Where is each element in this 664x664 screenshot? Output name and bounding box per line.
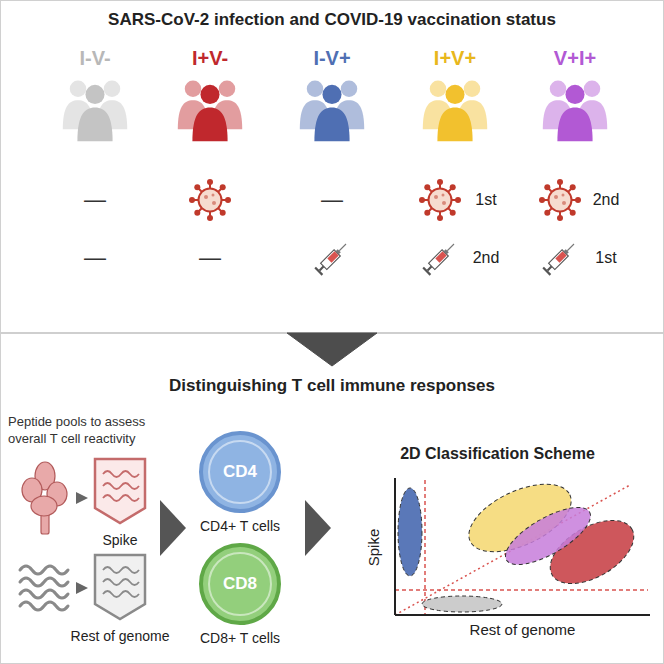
person-group	[543, 81, 607, 142]
none-mark: —	[321, 187, 343, 213]
pool-shape	[103, 579, 139, 585]
pool-shape	[95, 555, 145, 619]
person-group	[77, 85, 112, 141]
none-mark: —	[84, 187, 106, 213]
chevron-arrow	[160, 500, 186, 556]
virus-icons	[189, 179, 581, 221]
pool-label: Spike	[102, 532, 137, 548]
virus-icons	[189, 179, 231, 221]
t-cell-circle: CD4CD4+ T cells	[185, 430, 295, 534]
order-label: 2nd	[473, 249, 500, 267]
classification-plot	[395, 589, 648, 591]
virus-icons	[539, 179, 581, 221]
classification-plot	[424, 480, 426, 615]
classification-plot-box: 2D Classification SchemeSpikeRest of gen…	[345, 441, 650, 646]
person-group	[178, 81, 242, 142]
cell-name: CD8	[223, 574, 257, 594]
cell-shape: CD8	[198, 542, 282, 626]
pool-shape	[103, 483, 139, 489]
virus-icons	[419, 179, 461, 221]
cell-outline	[209, 441, 271, 503]
cell-shape: CD4	[198, 430, 282, 514]
small-arrow	[76, 492, 88, 504]
cell-outline	[201, 433, 279, 511]
chevron-arrow	[305, 500, 331, 556]
spike-protein-icon	[22, 462, 67, 534]
cell-label: CD4+ T cells	[200, 518, 280, 534]
cell-outline	[201, 545, 279, 623]
syringe-icons	[314, 240, 349, 275]
spike-protein-icon	[31, 496, 57, 516]
classification-plot	[422, 596, 502, 612]
cell-outline	[209, 553, 271, 615]
panel-title: Distinguishing T cell immune responses	[0, 376, 664, 396]
bottom-panel: Distinguishing T cell immune responsesSp…	[0, 366, 664, 664]
pool-shape	[103, 471, 139, 477]
cell-label: CD8+ T cells	[200, 630, 280, 646]
person-group	[423, 81, 487, 142]
syringe-icons	[542, 240, 577, 275]
pool-label: Rest of genome	[71, 628, 170, 644]
group-label: I-V+	[313, 47, 350, 70]
order-label: 2nd	[593, 191, 620, 209]
pool-shape	[95, 459, 145, 523]
genome-icon	[20, 566, 68, 574]
genome-icon	[20, 602, 68, 610]
person-group	[63, 81, 127, 142]
pool-shape	[92, 552, 148, 622]
note-text: Peptide pools to assess overall T cell r…	[8, 414, 173, 448]
small-arrow	[76, 582, 88, 594]
classification-plot	[497, 496, 598, 575]
classification-plot	[398, 488, 422, 576]
person-group	[314, 85, 349, 141]
genome-icon	[20, 590, 68, 598]
syringe-icons	[314, 240, 577, 275]
classification-plot	[395, 470, 650, 615]
group-label: I+V+	[434, 47, 476, 70]
peptide-pool: Rest of genome	[67, 552, 174, 644]
pool-shape	[103, 567, 139, 573]
genome-icon	[20, 566, 68, 610]
t-cell-circle: CD8CD8+ T cells	[185, 542, 295, 646]
pool-shape	[92, 456, 148, 526]
axis-label: Spike	[365, 529, 382, 567]
cell-name: CD4	[223, 462, 257, 482]
chevron-connector	[287, 333, 377, 366]
classification-plot	[394, 478, 396, 615]
none-mark: —	[84, 245, 106, 271]
group-label: V+I+	[554, 47, 596, 70]
plot-title: 2D Classification Scheme	[345, 445, 650, 463]
person-group	[192, 85, 227, 141]
pool-shape	[103, 495, 139, 501]
none-mark: —	[199, 245, 221, 271]
syringe-icons	[422, 240, 457, 275]
group-label: I+V-	[192, 47, 228, 70]
order-label: 1st	[595, 249, 616, 267]
axis-label: Rest of genome	[395, 621, 650, 638]
peptide-pool: Spike	[70, 456, 170, 548]
group-label: I-V-	[79, 47, 110, 70]
classification-plot	[395, 614, 650, 616]
order-label: 1st	[475, 191, 496, 209]
person-group	[437, 85, 472, 141]
person-group	[557, 85, 592, 141]
pool-shape	[103, 591, 139, 597]
genome-icon	[20, 578, 68, 586]
person-group	[300, 81, 364, 142]
person-group	[63, 81, 607, 142]
panel-title: SARS-CoV-2 infection and COVID-19 vaccin…	[0, 10, 664, 30]
